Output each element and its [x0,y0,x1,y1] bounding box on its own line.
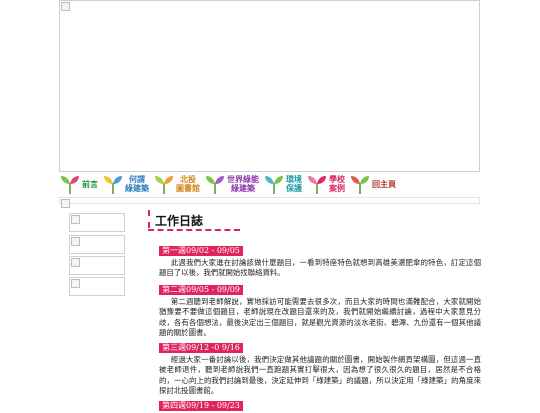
sprout-icon [265,176,283,194]
divider-image [59,197,480,208]
log-entry-week1: 第一週09/02 - 09/05 此週我們大家進在討論該做什麼題目，一看到特座特… [159,238,481,279]
nav-item-world-green-energy[interactable]: 世界綠能 綠建築 [204,172,259,196]
entry-text: 第二週聽到老師解說，實地採訪可能需要去很多次，而且大家的時間也滿難配合，大家就開… [159,297,481,338]
log-entry-week2: 第二週09/05 - 09/09 第二週聽到老師解說，實地採訪可能需要去很多次，… [159,277,481,339]
week-label: 第一週09/02 - 09/05 [159,246,243,256]
nav-label: 北投 圖書館 [176,175,200,193]
sprout-icon [351,176,369,194]
week-label: 第二週09/05 - 09/09 [159,285,243,295]
nav-label: 何謂 綠建築 [125,175,149,193]
page-title: 工作日誌 [155,214,204,228]
week-label: 第四週09/19 - 09/23 [159,401,243,411]
sprout-icon [104,176,122,194]
nav-item-home[interactable]: 回主頁 [349,172,396,196]
nav-label: 前言 [82,179,98,189]
title-underline [148,229,240,231]
nav-item-green-building[interactable]: 何謂 綠建築 [102,172,149,196]
sprout-icon [61,176,79,194]
sprout-icon [155,176,173,194]
sidebar-thumbnail[interactable] [69,277,125,296]
sidebar-thumbnail[interactable] [69,235,125,254]
nav-item-intro[interactable]: 前言 [59,172,98,196]
log-entry-week3: 第三週09/12 -0 9/16 經過大家一番討論以後，我們決定做其他議題的關於… [159,335,481,397]
nav-label: 學校 案例 [329,175,345,193]
nav-item-beitou-library[interactable]: 北投 圖書館 [153,172,200,196]
nav-label: 環境 保護 [286,175,302,193]
main-nav: 前言 何謂 綠建築 北投 圖書館 世界綠能 綠建築 環境 保護 [59,172,480,196]
sidebar-thumbnail[interactable] [69,256,125,275]
week-label: 第三週09/12 -0 9/16 [159,343,243,353]
sprout-icon [308,176,326,194]
nav-item-school-cases[interactable]: 學校 案例 [306,172,345,196]
banner-image [59,0,480,172]
nav-label: 世界綠能 綠建築 [227,175,259,193]
entry-text: 經過大家一番討論以後，我們決定做其他議題的關於圖書，開始製作網頁架構圖，但這週一… [159,355,481,396]
sprout-icon [206,176,224,194]
page-title-box: 工作日誌 [148,210,203,228]
log-entry-week4: 第四週09/19 - 09/23 [159,393,481,413]
entry-text: 此週我們大家進在討論該做什麼題目，一看到特座特色就想到高雄美濃肥傘的特色，訂定這… [159,258,481,278]
sidebar-thumbnail[interactable] [69,213,125,232]
nav-item-environment[interactable]: 環境 保護 [263,172,302,196]
nav-label: 回主頁 [372,179,396,189]
